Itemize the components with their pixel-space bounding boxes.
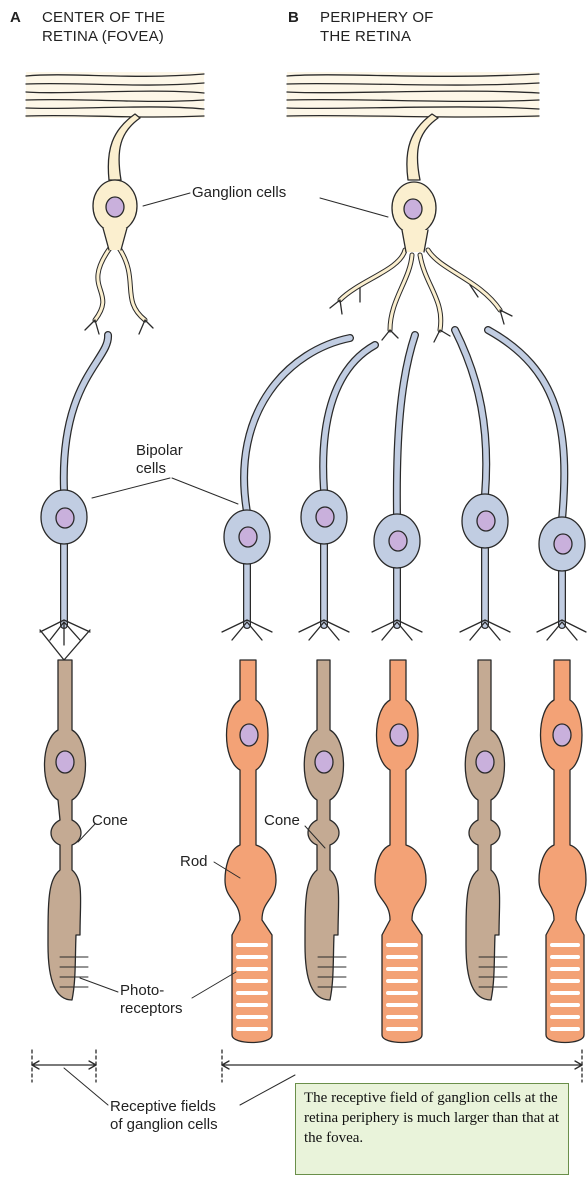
ganglion-cell-b bbox=[330, 114, 512, 342]
ganglion-cells-label: Ganglion cells bbox=[192, 184, 286, 202]
nerve-fiber-layer-b bbox=[287, 72, 539, 118]
panel-a-header: A CENTER OF THE RETINA (FOVEA) bbox=[10, 8, 240, 48]
photoreceptors-label: Photo- receptors bbox=[120, 982, 183, 1018]
ganglion-cell-a bbox=[85, 114, 153, 334]
bipolar-cells-label: Bipolar cells bbox=[136, 442, 183, 478]
panel-b-title: PERIPHERY OF THE RETINA bbox=[320, 8, 434, 46]
bipolar-cells-b bbox=[222, 330, 586, 640]
panel-b-header: B PERIPHERY OF THE RETINA bbox=[288, 8, 518, 48]
cone-label-b: Cone bbox=[264, 812, 300, 830]
rod-label: Rod bbox=[180, 853, 208, 871]
bipolar-cell-b5 bbox=[488, 330, 585, 625]
rod-cell-b2 bbox=[375, 660, 426, 1043]
receptive-fields-label: Receptive fields of ganglion cells bbox=[110, 1098, 218, 1134]
rod-cell-b3 bbox=[539, 660, 586, 1043]
bipolar-cell-b3 bbox=[374, 335, 420, 625]
rod-cell-b1 bbox=[225, 660, 276, 1043]
nerve-fiber-layer-a bbox=[26, 72, 204, 118]
bipolar-cell-b2 bbox=[301, 345, 375, 625]
receptive-field-note: The receptive field of ganglion cells at… bbox=[295, 1083, 569, 1175]
bipolar-cell-b4 bbox=[455, 330, 508, 625]
panel-b-letter: B bbox=[288, 8, 299, 27]
bipolar-cell-a bbox=[40, 335, 108, 645]
panel-b-drawing bbox=[222, 72, 586, 1082]
receptive-field-marker-a bbox=[32, 1050, 96, 1082]
panel-a-title: CENTER OF THE RETINA (FOVEA) bbox=[42, 8, 165, 46]
cone-cell-a bbox=[40, 630, 90, 1000]
cone-cell-b1 bbox=[304, 660, 346, 1000]
bipolar-cell-b1 bbox=[224, 338, 350, 625]
photoreceptors-b bbox=[225, 660, 586, 1043]
cone-label-a: Cone bbox=[92, 812, 128, 830]
receptive-field-marker-b bbox=[222, 1050, 582, 1082]
panel-a-letter: A bbox=[10, 8, 21, 27]
leader-lines bbox=[64, 193, 388, 1105]
cone-cell-b2 bbox=[465, 660, 507, 1000]
panel-a-drawing bbox=[26, 72, 204, 1082]
